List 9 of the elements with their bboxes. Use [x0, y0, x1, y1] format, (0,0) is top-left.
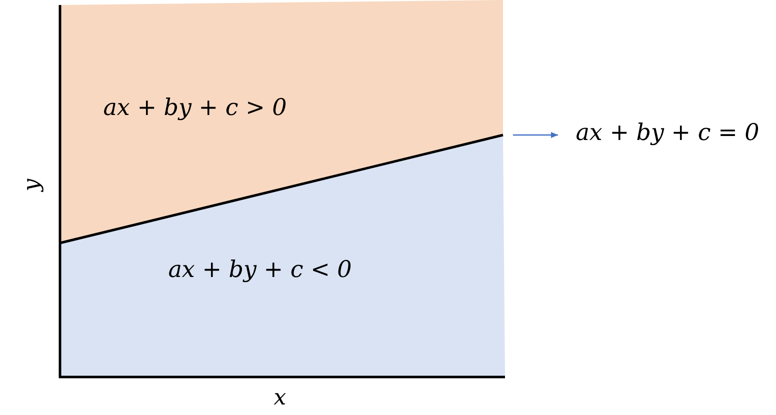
inequality-label: ax + by + c > 0: [103, 95, 287, 121]
arrow: [513, 132, 558, 138]
equation-label: ax + by + c = 0: [576, 120, 760, 146]
inequality-label: ax + by + c < 0: [168, 257, 352, 283]
boundary-line: [60, 135, 503, 243]
region-area: [60, 0, 505, 243]
axis-label: y: [20, 178, 44, 192]
axis-label: x: [274, 386, 286, 410]
region-area: [60, 135, 505, 377]
